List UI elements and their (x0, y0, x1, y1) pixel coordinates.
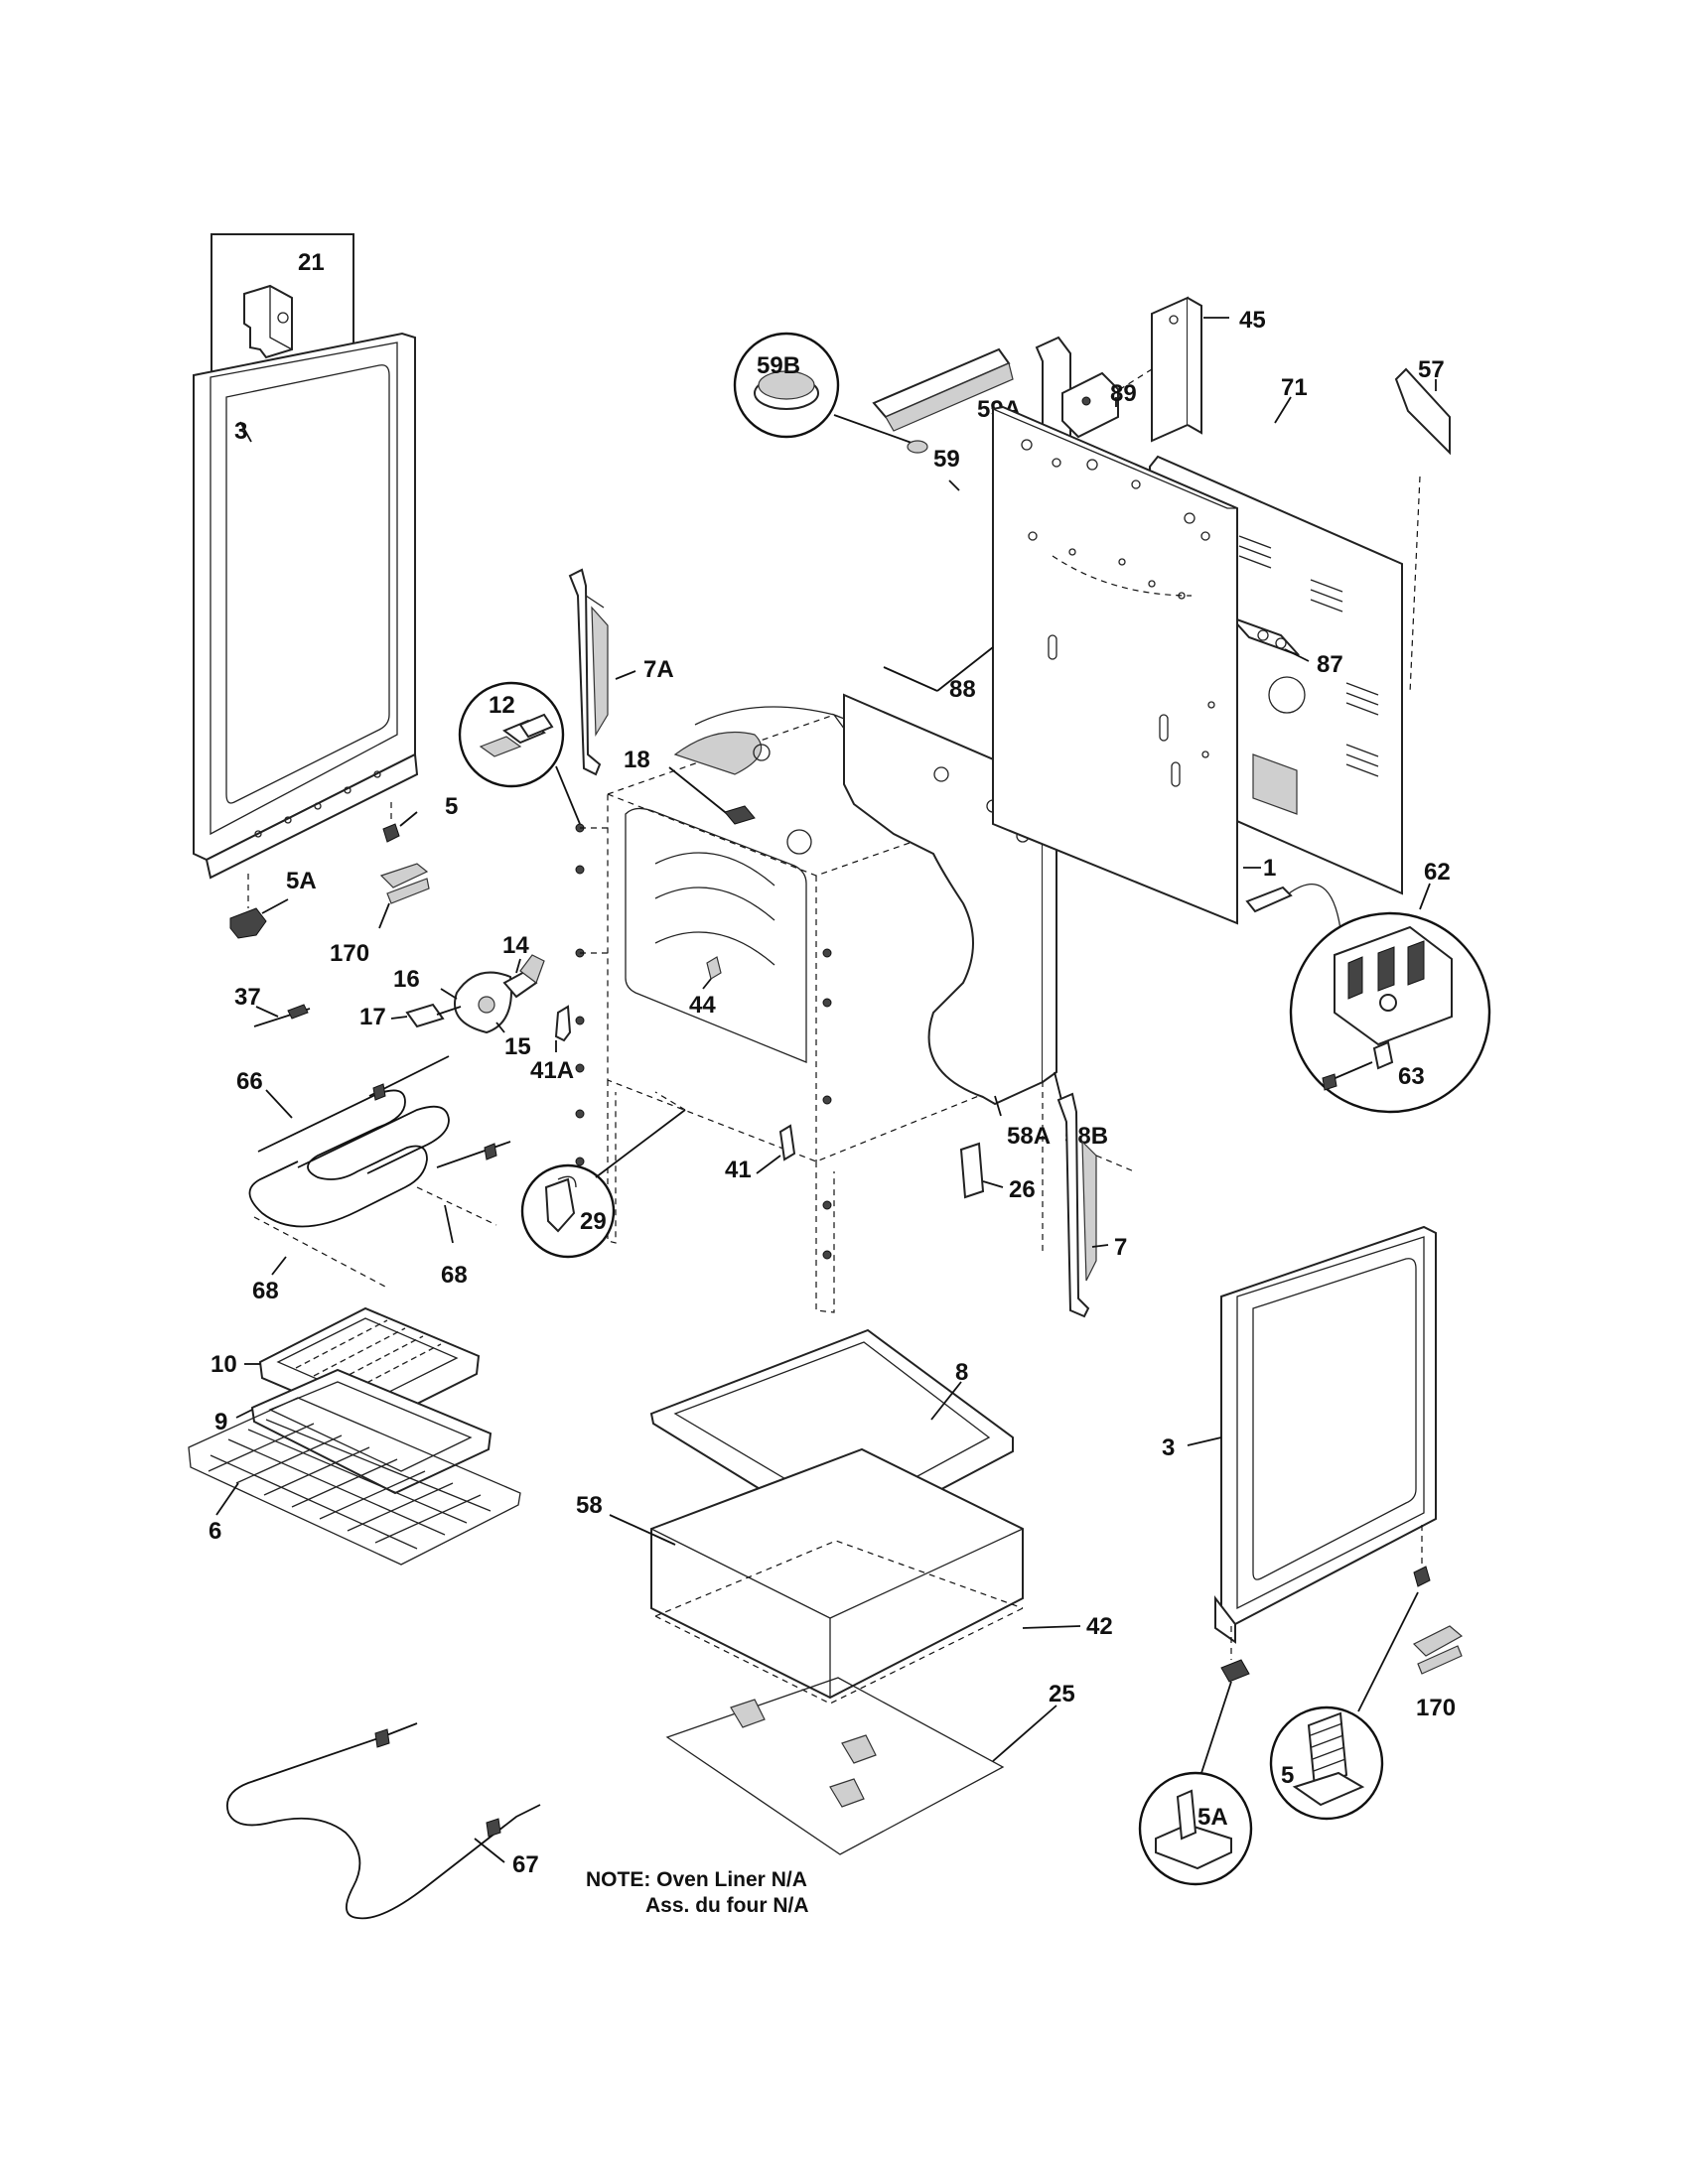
cavity-screws (575, 823, 832, 1260)
label-68-left: 68 (252, 1278, 279, 1304)
label-9: 9 (214, 1409, 227, 1435)
label-59: 59 (933, 446, 960, 473)
label-8: 8 (955, 1359, 968, 1386)
label-26: 26 (1009, 1176, 1036, 1203)
label-1: 1 (1263, 855, 1276, 882)
label-18: 18 (624, 747, 650, 773)
label-59b: 59B (757, 352, 800, 379)
label-5a-left: 5A (286, 868, 317, 894)
label-29: 29 (580, 1208, 607, 1235)
label-3-right: 3 (1162, 1434, 1175, 1461)
label-41a: 41A (530, 1057, 574, 1084)
oven-bottom-stack (649, 1328, 1024, 1855)
label-42: 42 (1086, 1613, 1113, 1640)
part-57 (1394, 367, 1451, 694)
label-15: 15 (504, 1033, 531, 1060)
part-62-terminal (1245, 883, 1491, 1114)
label-12: 12 (489, 692, 515, 719)
back-wall-1 (990, 405, 1238, 925)
label-58a: 58A (1007, 1123, 1051, 1150)
label-21: 21 (298, 249, 325, 276)
label-5-right: 5 (1281, 1762, 1294, 1789)
note-line-1: NOTE: Oven Liner N/A (586, 1868, 807, 1891)
part-59-duct (872, 347, 1014, 432)
part-41a (554, 1005, 572, 1042)
label-57: 57 (1418, 356, 1445, 383)
label-58: 58 (576, 1492, 603, 1519)
oven-light-assembly (405, 954, 545, 1034)
label-63: 63 (1398, 1063, 1425, 1090)
part-29-inset (520, 1091, 686, 1259)
leader-3-left (239, 421, 252, 443)
label-5-left: 5 (445, 793, 458, 820)
label-170-right: 170 (1416, 1695, 1456, 1721)
label-45: 45 (1239, 307, 1266, 334)
label-44: 44 (689, 992, 716, 1019)
label-71: 71 (1281, 374, 1308, 401)
label-7a: 7A (643, 656, 674, 683)
part-26 (959, 1142, 985, 1199)
label-170-left: 170 (330, 940, 369, 967)
part-41 (778, 1124, 796, 1161)
label-17: 17 (359, 1004, 386, 1030)
label-88: 88 (949, 676, 976, 703)
left-oven-door (193, 332, 419, 880)
label-3-left: 3 (234, 418, 247, 445)
label-66: 66 (236, 1068, 263, 1095)
part-5a-inset-right (1138, 1681, 1253, 1886)
part-59b-inset (733, 332, 928, 454)
part-37 (253, 1004, 311, 1027)
label-89: 89 (1110, 380, 1137, 407)
label-87: 87 (1317, 651, 1343, 678)
broil-element-66 (248, 1055, 511, 1228)
hinge-parts-right (1220, 1525, 1464, 1683)
label-41: 41 (725, 1157, 752, 1183)
part-44 (706, 956, 722, 980)
label-6: 6 (209, 1518, 221, 1545)
part-89 (1061, 371, 1119, 439)
label-62: 62 (1424, 859, 1451, 886)
note-line-2: Ass. du four N/A (645, 1894, 809, 1917)
label-67: 67 (512, 1851, 539, 1878)
part-18 (724, 805, 756, 825)
part-5-inset-right (1269, 1591, 1419, 1821)
label-68-right: 68 (441, 1262, 468, 1289)
right-oven-door (1214, 1225, 1437, 1644)
part-7-bracket (1056, 1092, 1135, 1318)
label-37: 37 (234, 984, 261, 1011)
label-10: 10 (211, 1351, 237, 1378)
label-7: 7 (1114, 1234, 1127, 1261)
label-14: 14 (502, 932, 529, 959)
label-5a-right: 5A (1197, 1804, 1228, 1831)
bake-element-67 (226, 1722, 541, 1920)
part-45 (1151, 296, 1202, 443)
broil-pan-and-rack (188, 1306, 521, 1566)
label-25: 25 (1049, 1681, 1075, 1707)
label-16: 16 (393, 966, 420, 993)
part-12-inset (458, 681, 581, 825)
hinge-parts-left (229, 802, 430, 939)
part-7a-bracket (568, 568, 609, 776)
